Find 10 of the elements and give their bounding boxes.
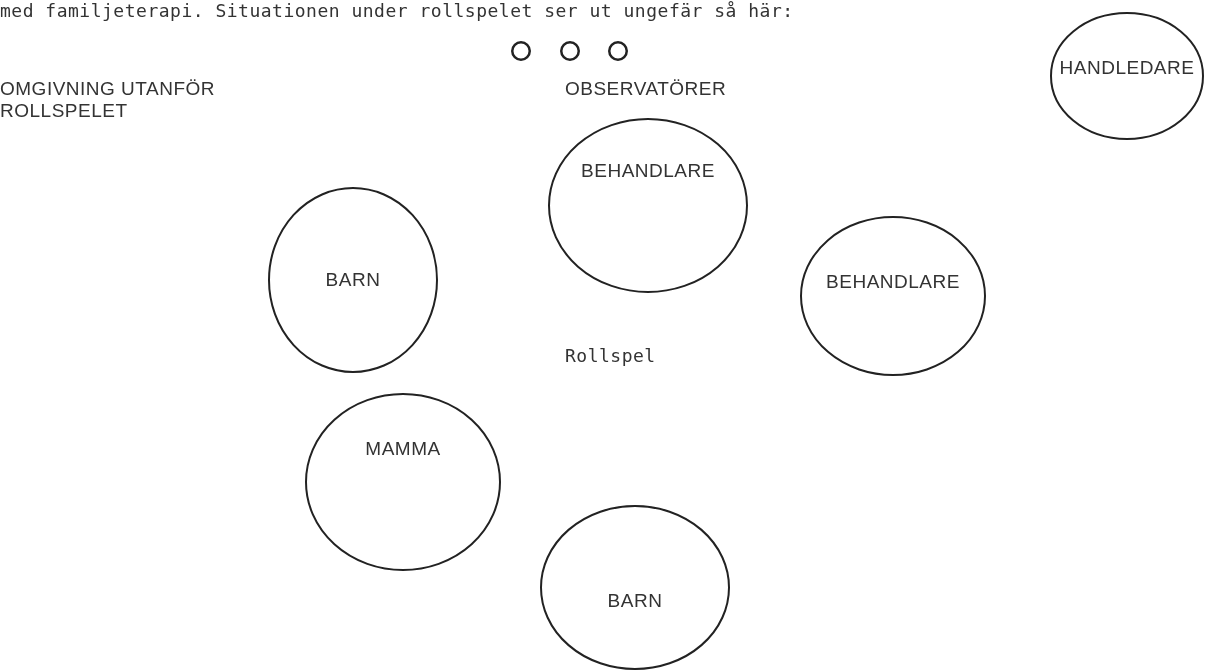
area-label: Rollspel (565, 345, 656, 366)
area-label: OMGIVNING UTANFÖR ROLLSPELET (0, 78, 217, 122)
group-label: OBSERVATÖRER (565, 78, 727, 100)
role-label: BARN (606, 590, 664, 612)
intro-text: med familjeterapi. Situationen under rollspelet ser ut ungefär så här: (0, 0, 794, 21)
role-label: BEHANDLARE (825, 271, 961, 293)
role-label: BARN (324, 269, 382, 291)
role-label: HANDLEDARE (1058, 57, 1196, 79)
role-label: BEHANDLARE (580, 160, 716, 182)
role-label: MAMMA (364, 438, 442, 460)
